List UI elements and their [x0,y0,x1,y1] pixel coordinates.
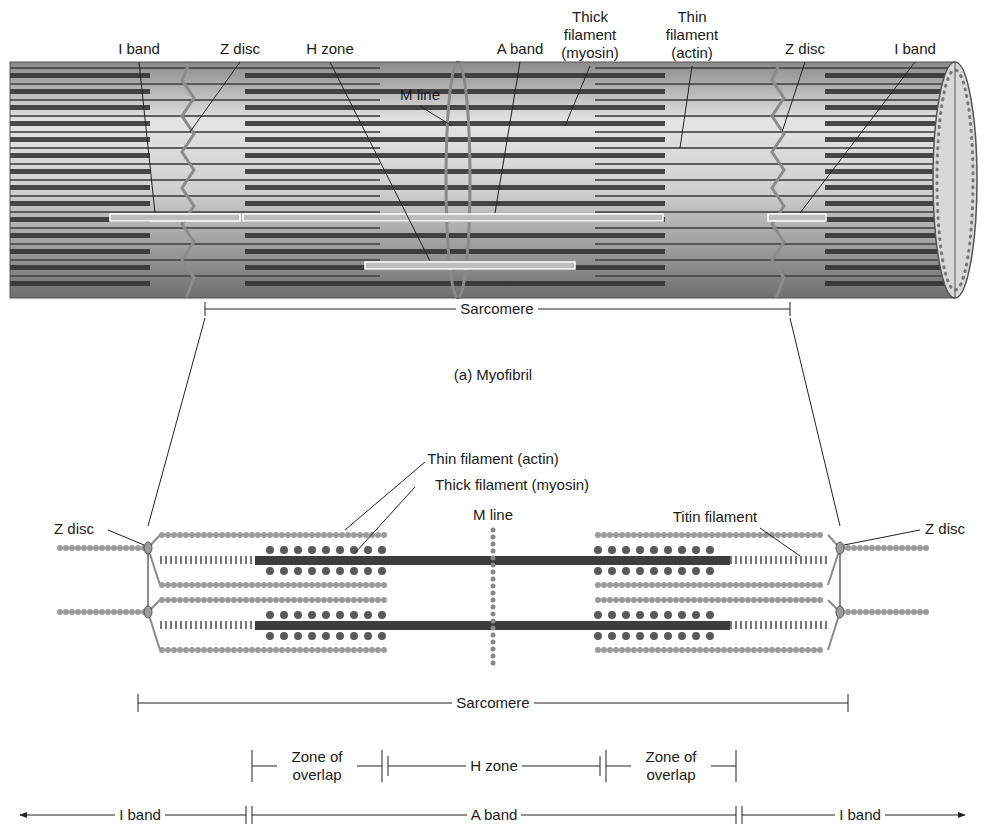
part-label: Thick filament (myosin) [553,8,628,62]
part-label: Sarcomere [456,300,537,318]
part-label: Z disc [220,40,260,58]
myofibril-body [10,62,955,298]
sarcomere-bracket [148,302,840,526]
part-label: Zone of overlap [631,748,711,784]
band-bars [110,214,826,269]
part-label: I band [118,40,160,58]
part-label: M line [400,86,440,104]
part-label: Titin filament [673,508,757,526]
part-label: H zone [466,757,522,775]
part-label: I band [894,40,936,58]
sarcomere-detail [60,530,930,665]
part-label: Z disc [785,40,825,58]
part-label: Thick filament (myosin) [435,476,589,494]
part-label: H zone [306,40,354,58]
filament-rows [10,68,955,286]
part-label: A band [497,40,544,58]
brackets [20,694,965,824]
part-label: Sarcomere [452,694,533,712]
part-label: Zone of overlap [277,748,357,784]
part-label: Z disc [925,520,965,538]
part-label: (a) Myofibril [454,366,532,384]
leader-lines [108,462,920,556]
part-label: Thin filament (actin) [427,450,559,468]
part-label: I band [115,806,165,824]
part-label: Thin filament (actin) [658,8,726,62]
part-label: M line [473,506,513,524]
part-label: I band [835,806,885,824]
z-disc [182,62,194,298]
leader-lines [139,62,915,261]
z-disc [772,62,784,298]
part-label: A band [467,806,522,824]
part-label: Z disc [54,520,94,538]
